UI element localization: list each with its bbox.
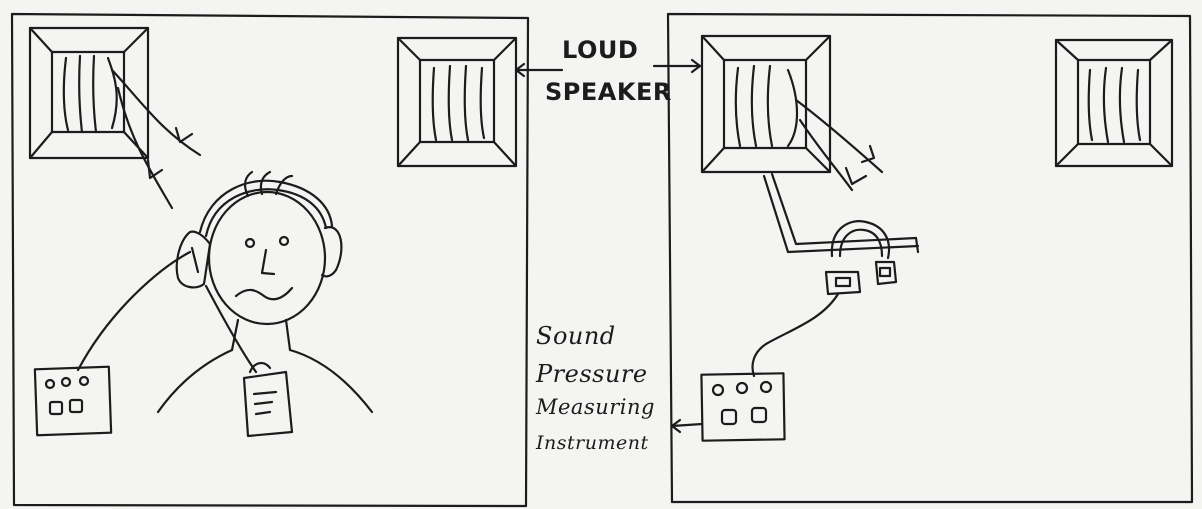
meter-box-left <box>35 252 190 435</box>
cable-to-headphone <box>78 252 190 370</box>
listener-head <box>209 192 325 324</box>
loudspeaker-right-room-right <box>1056 40 1172 166</box>
right-room <box>668 14 1192 502</box>
instrument-label-line1: Sound <box>536 322 616 350</box>
ear-coupler-left <box>826 272 860 294</box>
right-room-wall <box>668 14 1192 502</box>
meter-box-right <box>701 373 784 440</box>
loud-speaker-label-line1: LOUD <box>562 36 638 64</box>
loudspeaker-right-room-left <box>702 36 830 172</box>
sound-wave-arrows-right <box>796 100 882 190</box>
handheld-device <box>244 363 292 436</box>
instrument-label-line4: Instrument <box>536 432 649 454</box>
sound-wave-arrows-left <box>112 70 200 208</box>
loud-speaker-label-line2: SPEAKER <box>545 78 672 106</box>
instrument-label-line3: Measuring <box>536 395 655 419</box>
headphone-cup <box>177 232 210 288</box>
ear-simulator-stand <box>753 174 919 376</box>
loudspeaker-top-left <box>30 28 148 158</box>
left-room-wall <box>12 14 528 506</box>
left-room <box>12 14 528 506</box>
arrow-to-meter-right <box>672 424 702 426</box>
loudspeaker-top-right-left-room <box>398 38 516 166</box>
instrument-label-line2: Pressure <box>536 360 648 388</box>
